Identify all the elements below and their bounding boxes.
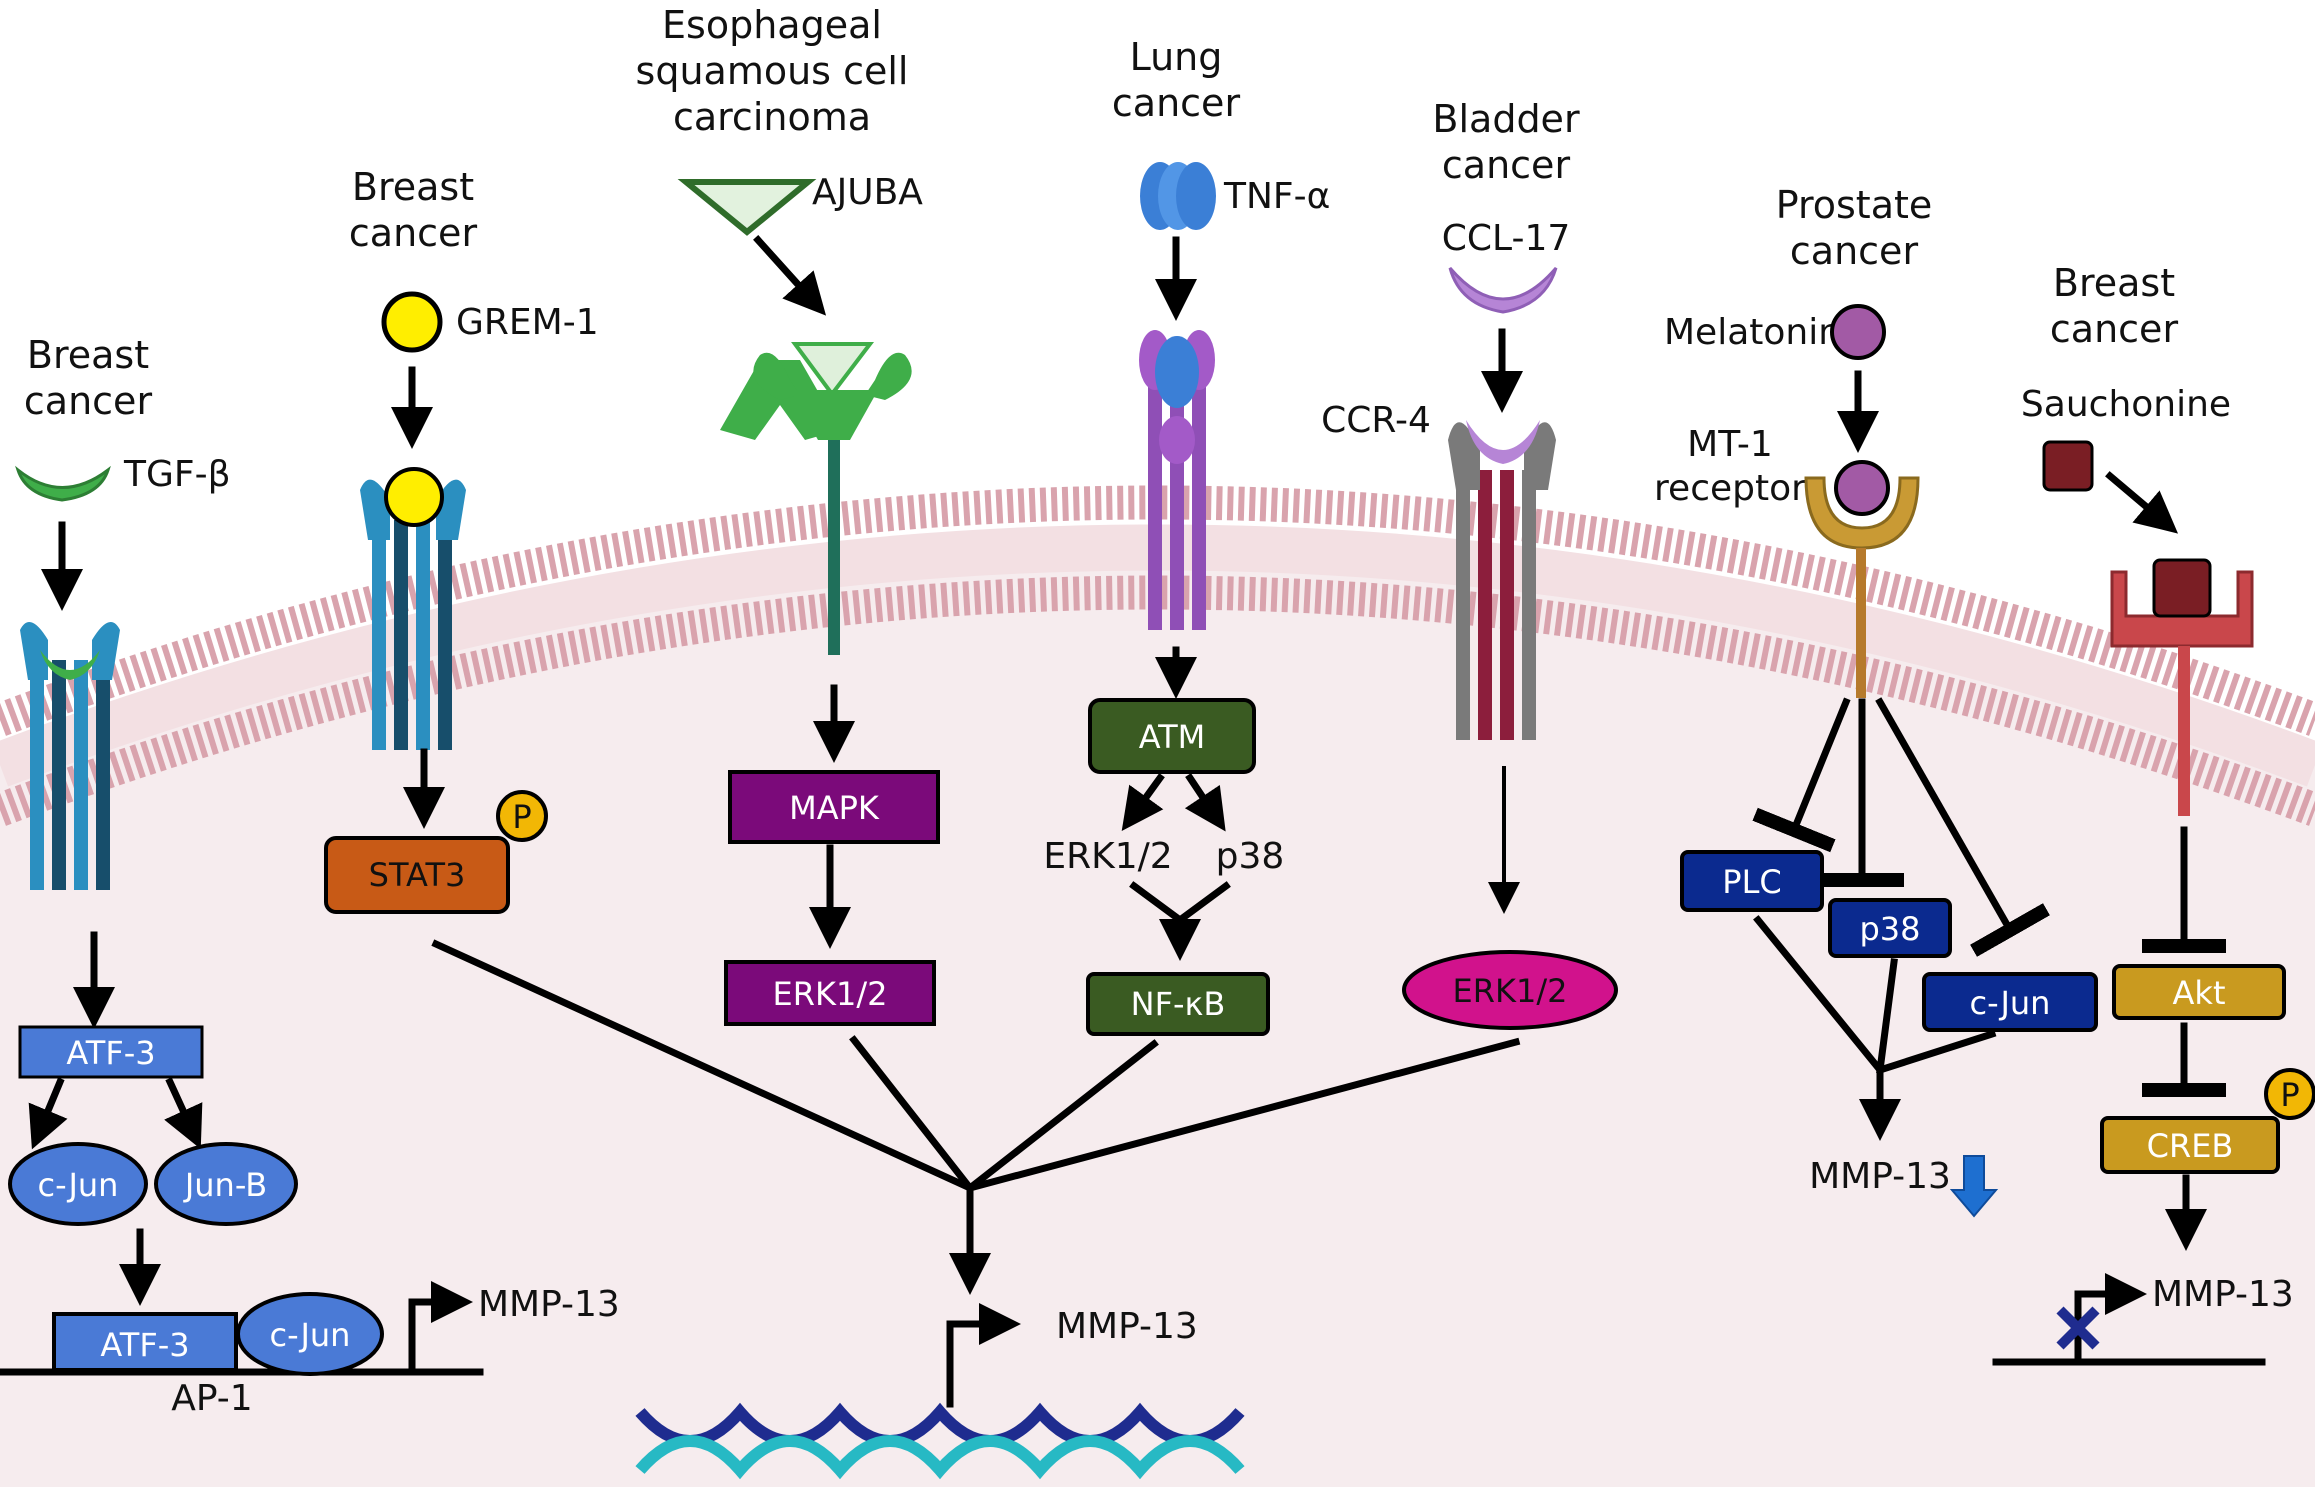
panel-mel-title-2: cancer [1790,229,1919,273]
sauchonine-receptor-icon [2110,558,2254,816]
mt1-receptor-icon [1804,460,1920,698]
ajuba-label: AJUBA [812,172,923,213]
tgfb-ligand-icon [15,465,111,502]
grem-receptor-icon [360,467,466,750]
ccl17-label: CCL-17 [1442,218,1571,259]
melatonin-ligand-icon [1830,304,1886,360]
akt-box [2112,964,2286,1020]
grem1-label: GREM-1 [456,302,599,343]
stat3-phospho-label: P [512,798,531,836]
membrane-inner [0,575,2315,826]
tgfb-label: TGF-β [123,454,231,495]
atm-label: ATM [1139,718,1206,756]
creb-phospho-badge [2264,1068,2315,1120]
grem1-ligand-icon [381,291,443,353]
panel-ajuba-title-1: Esophageal [662,3,882,47]
creb-label: CREB [2147,1127,2234,1165]
panel-tgfb-title-2: cancer [24,379,153,423]
panel-grem-title-2: cancer [349,211,478,255]
melatonin-label: Melatonin [1664,312,1841,353]
junb-oval [154,1142,298,1226]
junb-label: Jun-B [183,1166,267,1204]
cjun-label: c-Jun [38,1166,119,1204]
creb-box [2100,1116,2280,1174]
plc-box [1680,850,1824,912]
tgfb-receptor-icon [20,622,120,890]
panel-tgfb-title-1: Breast [27,333,149,377]
center-target-label: MMP-13 [1056,1306,1198,1347]
dna-helix-icon [635,1402,1245,1480]
down-arrow-icon [1949,1155,1999,1218]
panel-sau: Breast cancer Sauchonine Akt CREB P MMP-… [1992,261,2315,1366]
mapk-box [728,770,940,844]
tnfa-label: TNF-α [1223,176,1330,217]
panel-ajuba: Esophageal squamous cell carcinoma AJUBA… [636,3,940,1026]
ccl17-ligand-icon [1448,267,1558,314]
tnfa-ligand-icon [1140,162,1216,230]
panel-ccl-title-1: Bladder [1432,97,1580,141]
ajuba-ligand-icon [677,179,817,236]
sauchonine-ligand-icon [2042,440,2094,492]
panel-grem-title-1: Breast [352,165,474,209]
tgfb-target-label: MMP-13 [478,1284,620,1325]
panel-mel: Prostate cancer Melatonin MT-1 receptor … [1654,183,2098,1218]
ccr4-label: CCR-4 [1321,400,1431,441]
atf3-box [18,1025,204,1079]
mapk-label: MAPK [789,789,880,827]
panel-ajuba-title-3: carcinoma [673,95,871,139]
stat3-box [324,836,510,914]
ajuba-erk-label: ERK1/2 [773,975,888,1013]
sau-target-label: MMP-13 [2152,1274,2294,1315]
nfkb-label: NF-κB [1131,985,1226,1023]
ap1-cjun-oval [236,1292,384,1376]
membrane-outer [0,485,2315,736]
stat3-label: STAT3 [369,856,466,894]
panel-tnf-title-2: cancer [1112,81,1241,125]
mel-cjun-box [1922,972,2098,1032]
sauchonine-label: Sauchonine [2021,384,2231,425]
ap1-cjun-label: c-Jun [270,1316,351,1354]
ap1-atf3-label: ATF-3 [100,1326,189,1364]
stat3-phospho-badge [496,790,548,842]
panel-tnf: Lung cancer TNF-α ATM ERK1/2 p38 NF-κB [1043,35,1330,1036]
center-convergence: MMP-13 [431,939,1521,1480]
blocked-cross-icon [2056,1306,2100,1350]
plc-label: PLC [1722,863,1781,901]
panel-mel-title-1: Prostate [1776,183,1933,227]
ajuba-erk-box [724,960,936,1026]
ap1-label: AP-1 [171,1378,252,1419]
akt-label: Akt [2173,974,2226,1012]
creb-phospho-label: P [2280,1076,2299,1114]
panel-ccl: Bladder cancer CCL-17 CCR-4 ERK1/2 [1321,97,1618,1030]
panel-sau-title-1: Breast [2053,261,2175,305]
panel-sau-title-2: cancer [2050,307,2179,351]
ccr4-receptor-icon [1448,420,1556,740]
mel-target-label: MMP-13 [1809,1156,1951,1197]
mt1-label-1: MT-1 [1687,424,1773,465]
cjun-oval [8,1142,148,1226]
panel-tgfb: Breast cancer TGF-β ATF-3 c-Jun Jun-B AT… [0,333,620,1419]
panel-ccl-title-2: cancer [1442,143,1571,187]
nfkb-box [1086,972,1270,1036]
mel-p38-label: p38 [1859,910,1920,948]
atf3-label: ATF-3 [66,1034,155,1072]
mel-cjun-label: c-Jun [1970,984,2051,1022]
panel-grem: Breast cancer GREM-1 STAT3 P [324,165,599,914]
panel-ajuba-title-2: squamous cell [636,49,909,93]
ccl-erk-label: ERK1/2 [1453,972,1568,1010]
mt1-label-2: receptor [1654,468,1806,509]
panel-tnf-title-1: Lung [1130,35,1223,79]
ap1-atf3-box [52,1312,238,1372]
ajuba-receptor-icon [720,342,912,655]
tnf-receptor-icon [1139,330,1215,630]
atm-box [1088,698,1256,774]
ccl-erk-oval [1402,950,1618,1030]
tnf-p38-label: p38 [1216,836,1285,877]
tnf-erk-label: ERK1/2 [1043,836,1172,877]
mel-p38-box [1828,898,1952,958]
